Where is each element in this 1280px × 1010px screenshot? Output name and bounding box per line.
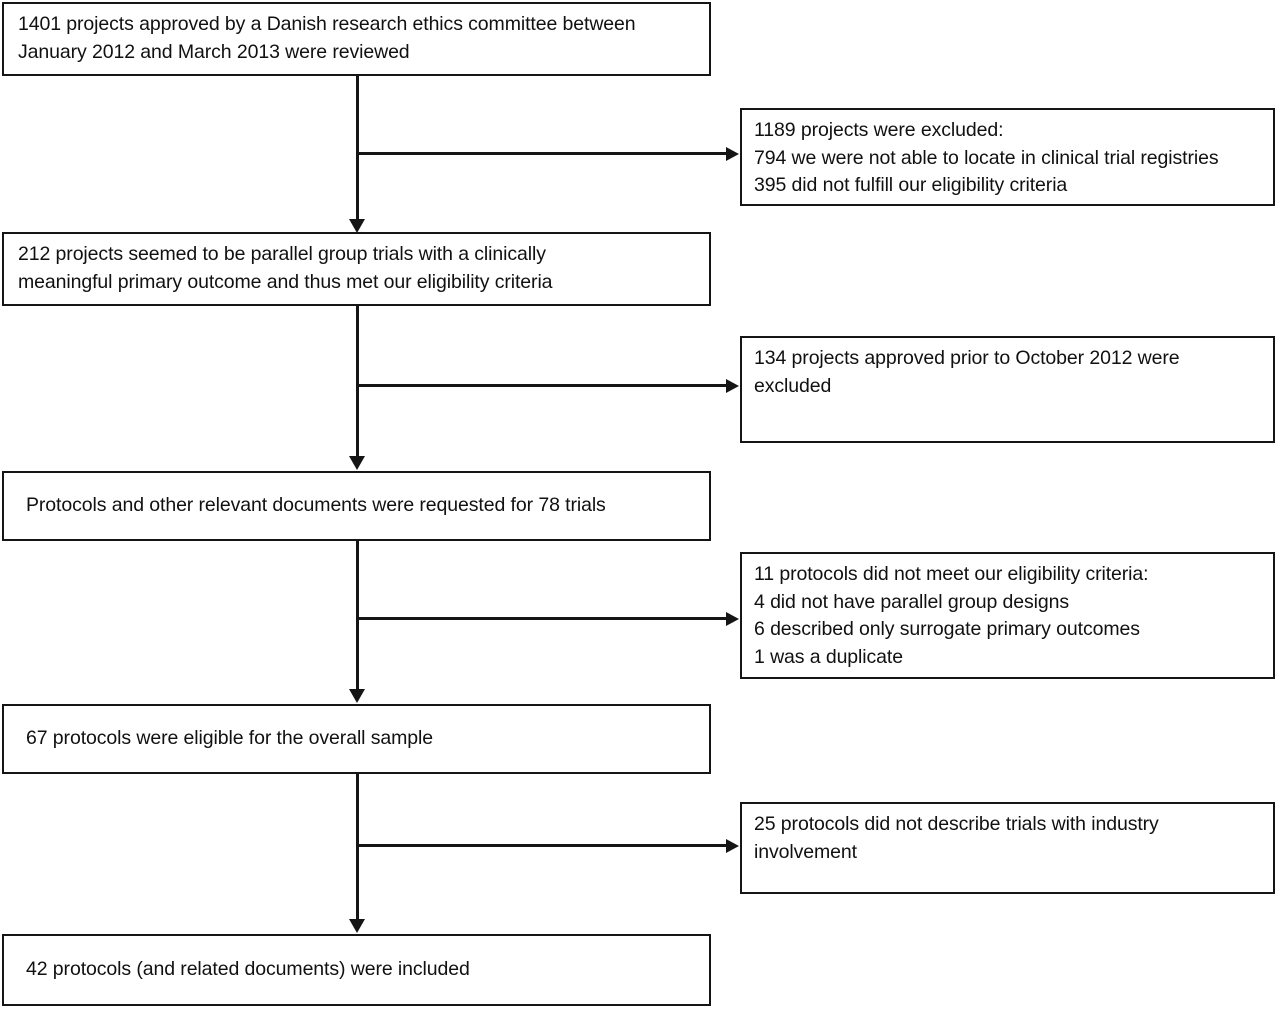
node-eligible-projects: 212 projects seemed to be parallel group… — [2, 232, 711, 306]
node-excluded-134: 134 projects approved prior to October 2… — [740, 336, 1275, 443]
arrowhead-into-excluded-25 — [726, 838, 739, 853]
node-excluded-1189: 1189 projects were excluded: 794 we were… — [740, 108, 1275, 206]
branch-line-to-excluded-1189 — [357, 152, 727, 155]
node-protocols-included: 42 protocols (and related documents) wer… — [2, 934, 711, 1006]
arrowhead-into-documents-requested — [349, 456, 365, 470]
node-documents-requested: Protocols and other relevant documents w… — [2, 471, 711, 541]
connector-requested-to-overall — [356, 540, 359, 690]
node-excluded-25: 25 protocols did not describe trials wit… — [740, 802, 1275, 894]
branch-line-to-excluded-134 — [357, 384, 727, 387]
arrowhead-into-included — [349, 919, 365, 933]
connector-eligible-to-requested — [356, 305, 359, 457]
branch-line-to-excluded-25 — [357, 844, 727, 847]
arrowhead-into-eligible-projects — [349, 219, 365, 233]
node-projects-reviewed: 1401 projects approved by a Danish resea… — [2, 2, 711, 76]
connector-reviewed-to-eligible — [356, 75, 359, 221]
arrowhead-into-excluded-1189 — [726, 146, 739, 161]
node-excluded-11: 11 protocols did not meet our eligibilit… — [740, 552, 1275, 679]
node-overall-sample: 67 protocols were eligible for the overa… — [2, 704, 711, 774]
branch-line-to-excluded-11 — [357, 617, 727, 620]
arrowhead-into-excluded-134 — [726, 378, 739, 393]
arrowhead-into-overall-sample — [349, 689, 365, 703]
arrowhead-into-excluded-11 — [726, 611, 739, 626]
